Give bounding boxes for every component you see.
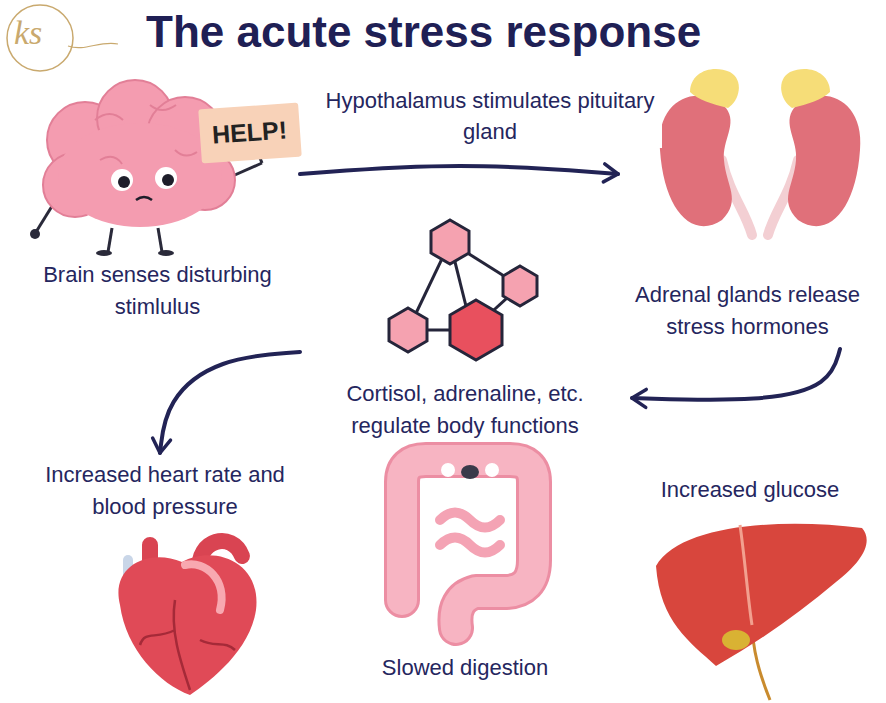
stage-node: Slowed digestion xyxy=(340,448,590,688)
gut-nose xyxy=(461,465,479,479)
hexagon xyxy=(431,220,469,264)
logo-mark xyxy=(7,5,118,71)
kidney xyxy=(788,96,860,226)
heart-body xyxy=(118,555,256,695)
brain-leg xyxy=(108,228,112,252)
help-sign xyxy=(198,103,302,164)
logo-ring xyxy=(7,5,73,71)
brain-fold xyxy=(95,105,197,164)
hexagon xyxy=(450,300,502,360)
sign-text: HELP! xyxy=(211,115,288,149)
stage-text: Cortisol, adrenaline, etc. regulate body… xyxy=(305,378,625,442)
flow-arrow xyxy=(632,349,840,400)
hexagon xyxy=(389,308,427,352)
intestine xyxy=(402,460,534,628)
brain-foot xyxy=(158,250,174,256)
liver-figure xyxy=(656,524,867,700)
brain-body xyxy=(58,123,222,227)
hormone-molecule xyxy=(389,220,537,360)
gallbladder xyxy=(722,630,750,650)
edge-label: Hypothalamus stimulates pituitary gland xyxy=(318,86,662,148)
intestine-figure xyxy=(402,460,534,628)
heart-figure xyxy=(118,541,256,695)
coronary-vessel xyxy=(140,600,235,690)
brain-leg xyxy=(158,228,162,252)
stage-node: Increased heart rate and blood pressure xyxy=(20,455,310,700)
title: The acute stress response xyxy=(146,8,701,56)
logo-flourish xyxy=(68,43,118,48)
kidney xyxy=(660,96,732,226)
adrenal-gland xyxy=(690,69,739,108)
heart-highlight xyxy=(185,564,222,610)
hexagon xyxy=(503,266,537,306)
brain-eye xyxy=(155,167,177,189)
stage-node: Cortisol, adrenaline, etc. regulate body… xyxy=(300,210,630,446)
stage-text: Slowed digestion xyxy=(382,652,548,684)
stage-node: Increased glucose xyxy=(620,470,880,702)
stage-text: Adrenal glands release stress hormones xyxy=(633,279,863,343)
stage-text: Increased heart rate and blood pressure xyxy=(40,459,290,523)
intestine-outline xyxy=(402,460,534,628)
flow-arrow xyxy=(300,166,618,174)
small-intestine xyxy=(440,513,500,553)
liver xyxy=(656,524,867,666)
gut-eye xyxy=(441,463,455,477)
stage-text: Increased glucose xyxy=(661,474,840,506)
adrenal-gland xyxy=(781,69,830,108)
stage-text: Brain senses disturbing stimlulus xyxy=(38,259,278,323)
logo-text: ks xyxy=(14,14,42,52)
brain-figure xyxy=(30,80,302,256)
kidneys-figure xyxy=(660,69,861,235)
liver-ligament xyxy=(740,525,752,625)
brain-foot xyxy=(96,250,112,256)
flow-arrow xyxy=(160,352,300,453)
brain-eye xyxy=(111,169,133,191)
gut-eye xyxy=(485,463,499,477)
brain-hand xyxy=(30,229,40,239)
brain-mouth xyxy=(136,197,152,200)
brain-pupil xyxy=(162,174,174,186)
brain-pupil xyxy=(118,176,130,188)
